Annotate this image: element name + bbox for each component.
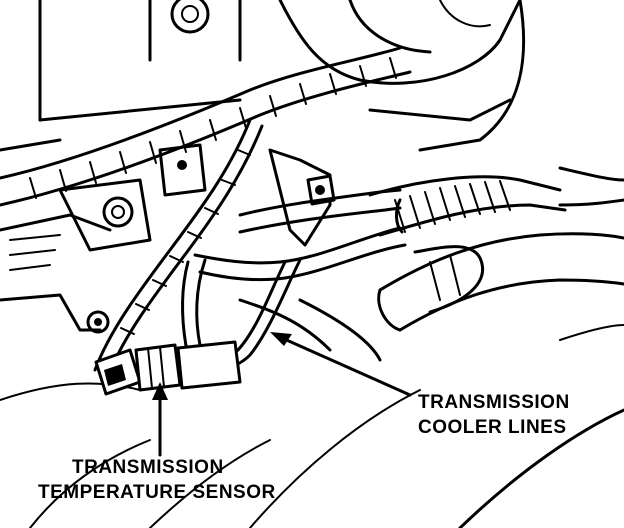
- cooler-line-clamp: [268, 148, 336, 247]
- temperature-sensor-label-line2: TEMPERATURE SENSOR: [38, 482, 276, 503]
- wiring-harness-main: [0, 46, 412, 207]
- cooler-lines-label-line2: COOLER LINES: [418, 417, 567, 438]
- temperature-sensor-label-line1: TRANSMISSION: [72, 457, 224, 478]
- transmission-housing: [278, 0, 526, 152]
- lower-structure: [0, 298, 624, 528]
- bolt-lower-left: [86, 310, 110, 334]
- leader-arrows: [152, 332, 412, 457]
- sensor-wire-harness: [93, 118, 264, 374]
- radiator-hose: [377, 232, 624, 332]
- engine-block: [0, 0, 242, 332]
- cooler-lines-label-line1: TRANSMISSION: [418, 392, 570, 413]
- braided-hose: [368, 166, 624, 237]
- temperature-sensor: [94, 340, 242, 396]
- mount-bracket: [58, 143, 207, 252]
